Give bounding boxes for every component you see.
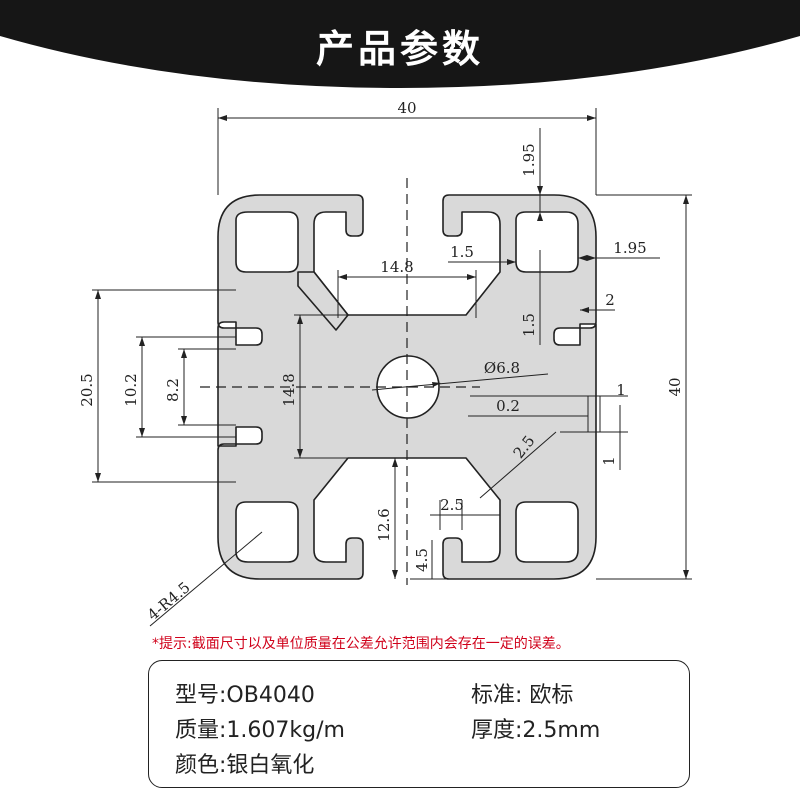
spec-weight: 质量:1.607kg/m (175, 718, 345, 743)
dim-groove: 2 (605, 291, 615, 309)
center-lines (200, 178, 480, 585)
dim-slot-outer: 20.5 (78, 373, 96, 406)
profile-drawing: 40 40 1.95 1.95 1.5 1.5 2 14.8 14.8 Ø6.8… (78, 99, 692, 627)
page-title: 产品参数 (315, 27, 484, 71)
dim-lip: 1.5 (450, 243, 474, 261)
tolerance-note: *提示:截面尺寸以及单位质量在公差允许范围内会存在一定的误差。 (152, 636, 570, 652)
dim-step-1a: 1 (616, 381, 626, 399)
spec-standard: 标准: 欧标 (471, 683, 574, 708)
dim-wall-right: 1.95 (613, 239, 646, 257)
dim-slot-inner: 10.2 (122, 373, 140, 406)
dimension-lines (92, 108, 692, 627)
dim-bore: Ø6.8 (484, 359, 520, 377)
dim-step-1b: 1 (600, 456, 618, 466)
dim-offset: 0.2 (496, 397, 520, 415)
header-banner: 产品参数 (0, 0, 800, 92)
dim-corner-radius: 4-R4.5 (144, 578, 194, 624)
dim-center-depth: 12.6 (375, 508, 393, 541)
spec-color: 颜色:银白氧化 (175, 753, 315, 778)
spec-thickness: 厚度:2.5mm (471, 718, 601, 743)
dimension-arrows (95, 115, 689, 579)
spec-model: 型号:OB4040 (175, 683, 315, 708)
dim-lip-vertical: 1.5 (520, 313, 538, 337)
dim-height-right: 40 (666, 377, 684, 396)
header-background (0, 0, 800, 88)
dim-slot-opening: 8.2 (164, 378, 182, 402)
dim-core-vertical: 14.8 (280, 373, 298, 406)
dim-rib-bottom: 2.5 (440, 496, 464, 514)
dim-core: 14.8 (380, 258, 413, 276)
dim-width-top: 40 (397, 99, 416, 117)
dim-slot-top: 1.95 (520, 143, 538, 176)
spec-box: 型号:OB4040 标准: 欧标 质量:1.607kg/m 厚度:2.5mm 颜… (148, 660, 690, 788)
dim-bottom-wall: 4.5 (413, 548, 431, 572)
